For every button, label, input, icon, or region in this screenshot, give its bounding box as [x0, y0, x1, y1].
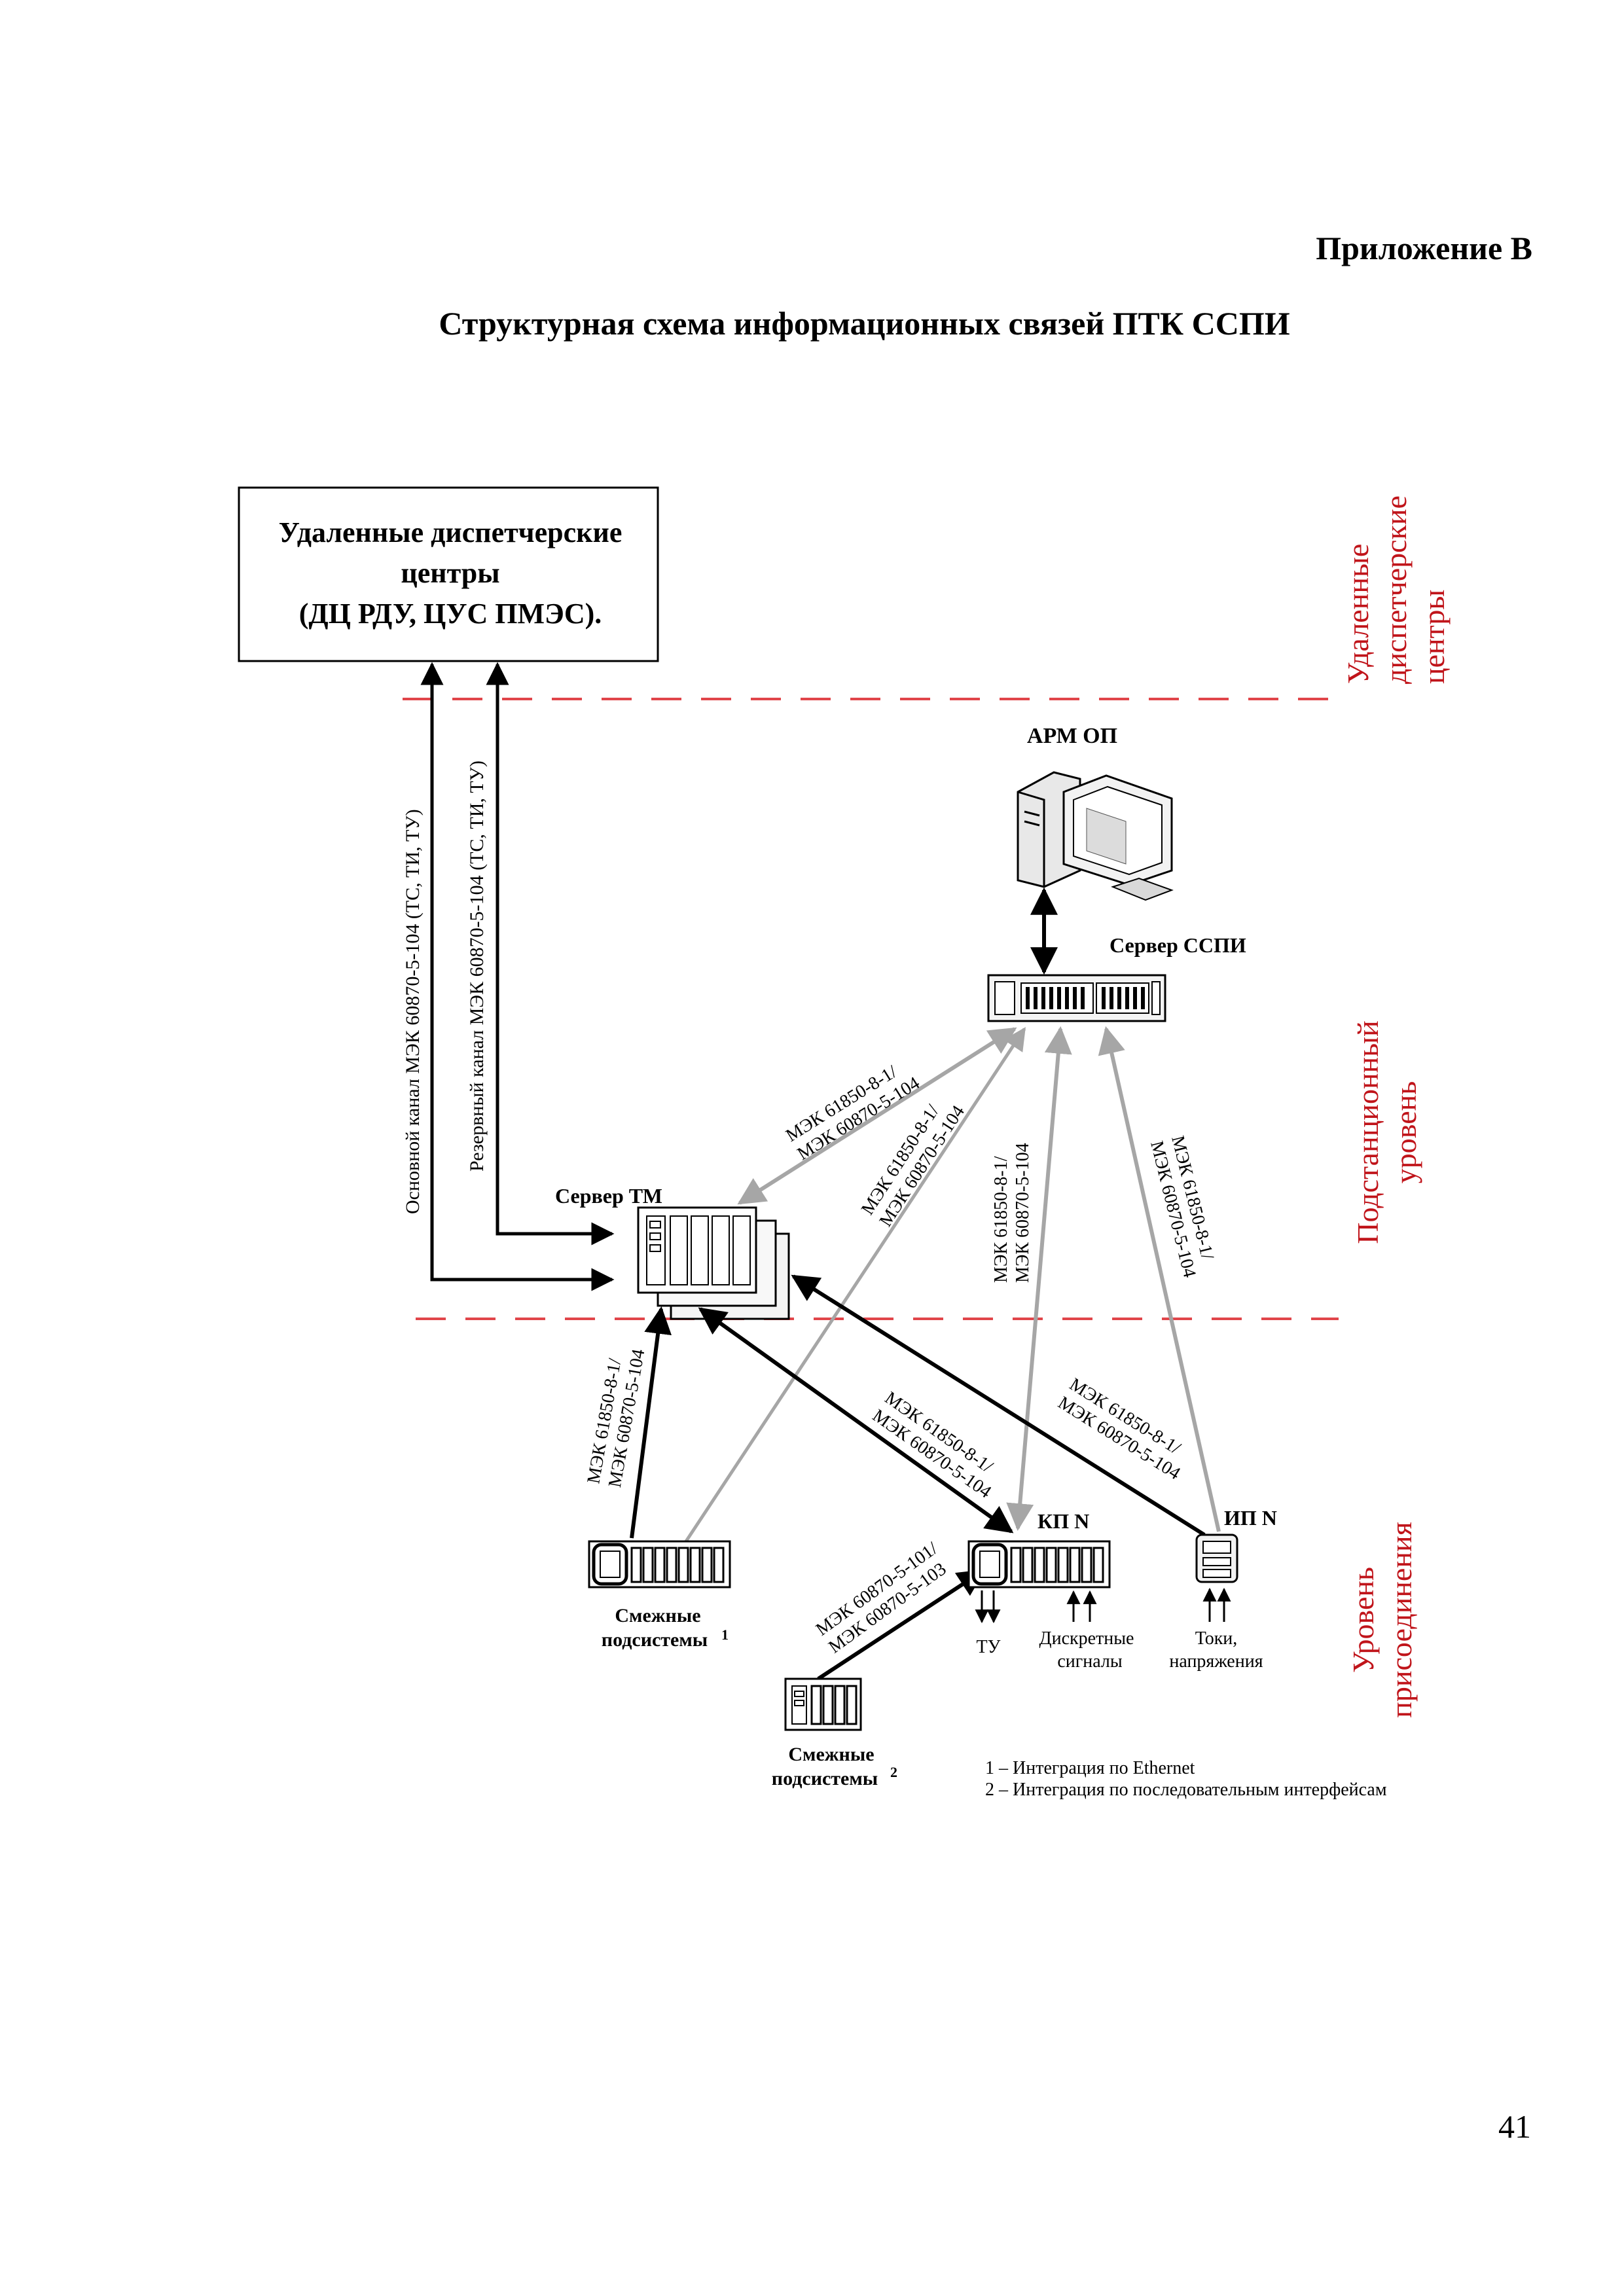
kp-device-icon	[967, 1540, 1111, 1588]
ip-tm-link	[791, 1274, 1206, 1537]
currents-voltages-label: Токи, напряжения	[1169, 1628, 1263, 1672]
svg-text:присоединения: присоединения	[1384, 1522, 1418, 1717]
svg-text:Удаленные: Удаленные	[1341, 544, 1375, 684]
svg-text:Подстанционный: Подстанционный	[1351, 1020, 1384, 1244]
ip-sspi-link	[1098, 1026, 1221, 1532]
server-sspi-icon	[987, 974, 1166, 1022]
kp-sspi-link	[1006, 1026, 1072, 1532]
svg-text:напряжения: напряжения	[1169, 1651, 1263, 1672]
legend-item-2: 2 – Интеграция по последовательным интер…	[985, 1780, 1387, 1800]
discrete-signals-label: Дискретные сигналы	[1039, 1628, 1134, 1672]
svg-text:(ДЦ РДУ, ЦУС ПМЭС).: (ДЦ РДУ, ЦУС ПМЭС).	[299, 598, 602, 630]
tm-sspi-link	[737, 1027, 1017, 1205]
reserve-channel-label: Резервный канал МЭК 60870-5-104 (ТС, ТИ,…	[466, 761, 488, 1172]
reserve-channel-link	[486, 662, 615, 1246]
level-label-substation: Подстанционный уровень	[1351, 1020, 1422, 1244]
svg-text:МЭК 60870-5-104: МЭК 60870-5-104	[1013, 1143, 1033, 1283]
meter-icon	[1195, 1534, 1238, 1583]
svg-text:Смежные: Смежные	[788, 1744, 874, 1765]
svg-text:центры: центры	[401, 557, 499, 589]
svg-text:центры: центры	[1417, 590, 1451, 684]
legend-item-1: 1 – Интеграция по Ethernet	[985, 1758, 1195, 1778]
workstation-icon	[1017, 771, 1174, 901]
server-sspi-label: Сервер ССПИ	[1110, 933, 1246, 957]
page-number: 41	[1498, 2108, 1531, 2145]
legend: 1 – Интеграция по Ethernet 2 – Интеграци…	[985, 1758, 1387, 1800]
svg-text:подсистемы: подсистемы	[772, 1768, 878, 1789]
protocol-label-kp-sspi: МЭК 61850-8-1/МЭК 60870-5-104	[991, 1143, 1033, 1283]
svg-text:Токи,: Токи,	[1195, 1628, 1238, 1649]
svg-text:МЭК 61850-8-1/: МЭК 61850-8-1/	[991, 1156, 1011, 1283]
svg-text:уровень: уровень	[1389, 1081, 1422, 1183]
adjacent2-kp-link	[817, 1569, 986, 1681]
svg-text:диспетчерские: диспетчерские	[1379, 495, 1413, 684]
svg-text:подсистемы: подсистемы	[602, 1629, 708, 1651]
protocol-label-ip-tm: МЭК 61850-8-1/МЭК 60870-5-104	[1055, 1374, 1184, 1484]
arm-op-label: АРМ ОП	[1027, 724, 1117, 748]
adjacent-subsystems-1-icon	[588, 1540, 731, 1588]
tu-label: ТУ	[977, 1637, 1001, 1657]
level-label-remote: Удаленные диспетчерские центры	[1341, 495, 1451, 684]
appendix-title: Приложение В	[1316, 230, 1532, 266]
svg-text:Дискретные: Дискретные	[1039, 1628, 1134, 1649]
kp-label: КП N	[1038, 1509, 1089, 1533]
protocol-label-adjacent2-kp: МЭК 60870-5-101/МЭК 60870-5-103	[812, 1538, 950, 1657]
remote-centers-box	[238, 486, 659, 662]
ip-label: ИП N	[1224, 1506, 1277, 1530]
adjacent-subsystems-1-footnote: 1	[721, 1626, 729, 1643]
adjacent1-tm-link	[630, 1306, 672, 1539]
svg-text:Смежные: Смежные	[615, 1605, 700, 1626]
kp-tm-link	[698, 1307, 1014, 1534]
main-channel-label: Основной канал МЭК 60870-5-104 (ТС, ТИ, …	[402, 809, 424, 1214]
svg-text:Удаленные диспетчерские: Удаленные диспетчерские	[279, 516, 623, 548]
adjacent-subsystems-2-icon	[784, 1677, 862, 1731]
adjacent-subsystems-2-label: Смежные подсистемы	[772, 1744, 878, 1789]
level-label-connection: Уровень присоединения	[1346, 1522, 1418, 1717]
svg-text:Уровень: Уровень	[1346, 1567, 1380, 1673]
diagram-title: Структурная схема информационных связей …	[439, 305, 1290, 342]
svg-text:сигналы: сигналы	[1057, 1651, 1123, 1672]
remote-centers-label: Удаленные диспетчерские центры (ДЦ РДУ, …	[279, 516, 623, 630]
main-channel-link	[420, 662, 615, 1291]
server-tm-label: Сервер ТМ	[555, 1184, 662, 1208]
server-tm-icon	[637, 1206, 790, 1320]
adjacent-subsystems-1-label: Смежные подсистемы	[602, 1605, 708, 1651]
adjacent-subsystems-2-footnote: 2	[890, 1764, 897, 1780]
